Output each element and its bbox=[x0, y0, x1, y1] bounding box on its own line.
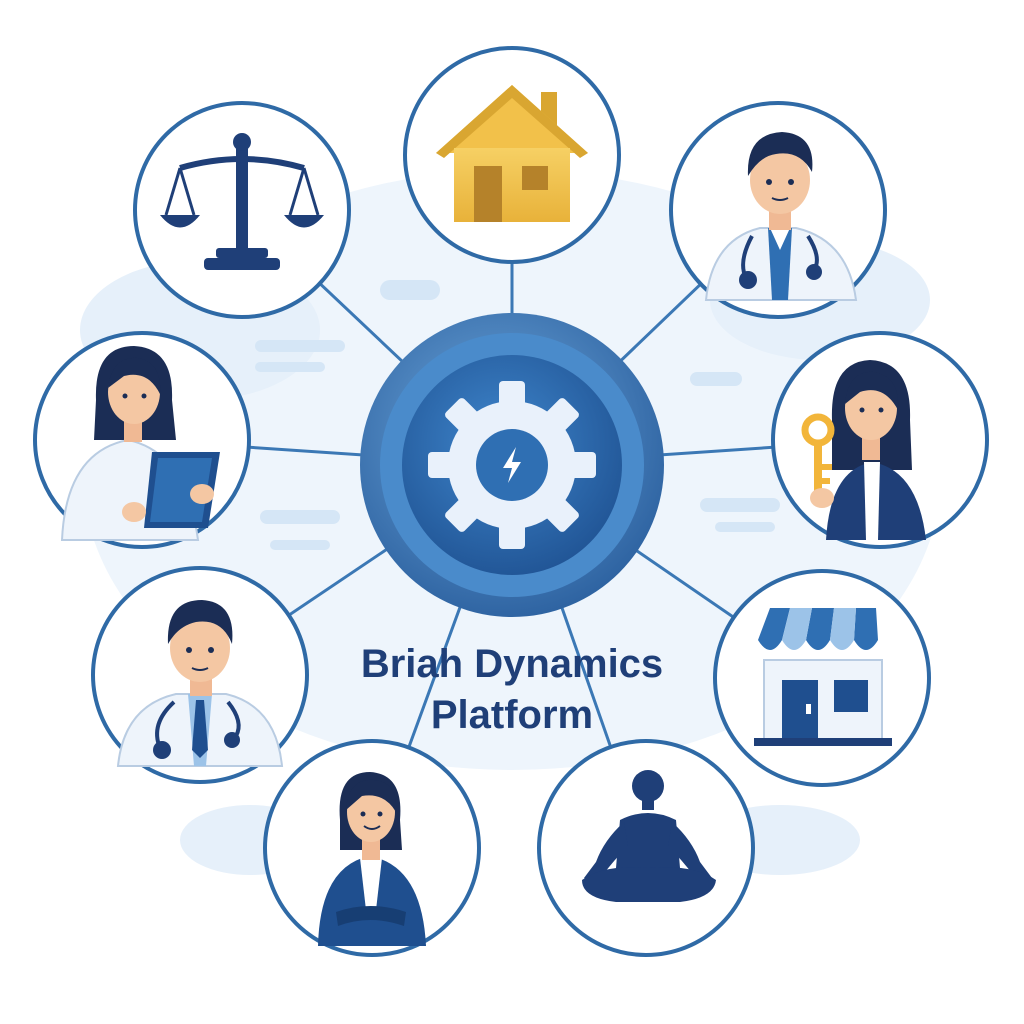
scales-of-justice-icon bbox=[160, 133, 324, 270]
woman-with-key-icon bbox=[801, 360, 926, 540]
doctor-male-icon bbox=[116, 600, 284, 767]
doctor-stethoscope-icon bbox=[704, 132, 858, 301]
node-staff[interactable] bbox=[33, 331, 251, 549]
lightning-icon bbox=[503, 447, 521, 483]
node-wellness[interactable] bbox=[537, 739, 755, 957]
platform-title: Briah Dynamics Platform bbox=[361, 642, 663, 737]
gear-icon bbox=[428, 381, 596, 549]
central-hub[interactable] bbox=[360, 313, 664, 617]
node-legal[interactable] bbox=[133, 101, 351, 319]
key-icon bbox=[801, 413, 835, 498]
node-property-agent[interactable] bbox=[771, 331, 989, 549]
platform-title-line2: Platform bbox=[431, 693, 593, 737]
node-physician[interactable] bbox=[669, 101, 887, 319]
woman-with-tablet-icon bbox=[60, 346, 220, 541]
node-healthcare[interactable] bbox=[91, 566, 309, 784]
storefront-icon bbox=[754, 608, 892, 746]
tablet-icon bbox=[144, 452, 220, 528]
node-house[interactable] bbox=[403, 46, 621, 264]
platform-title-line1: Briah Dynamics bbox=[361, 642, 663, 686]
meditation-figure-icon bbox=[582, 770, 716, 902]
node-business[interactable] bbox=[263, 739, 481, 957]
businesswoman-icon bbox=[318, 772, 426, 946]
house-icon bbox=[436, 85, 588, 222]
node-retail[interactable] bbox=[713, 569, 931, 787]
